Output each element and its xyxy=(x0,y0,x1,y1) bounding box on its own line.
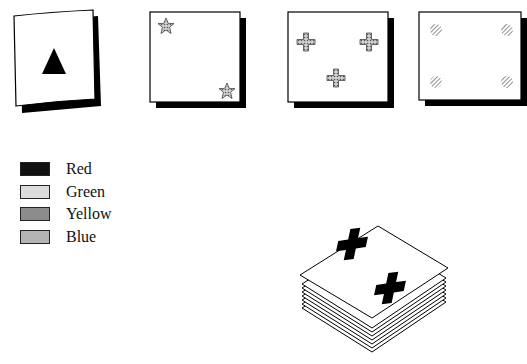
legend-row: Blue xyxy=(20,226,112,249)
legend-swatch xyxy=(20,162,50,176)
legend-row: Green xyxy=(20,181,112,204)
legend-label: Yellow xyxy=(66,205,112,223)
legend-swatch xyxy=(20,230,50,244)
legend-label: Red xyxy=(66,160,92,178)
legend-swatch xyxy=(20,207,50,221)
legend: RedGreenYellowBlue xyxy=(20,158,112,248)
legend-row: Red xyxy=(20,158,112,181)
legend-label: Blue xyxy=(66,228,96,246)
legend-swatch xyxy=(20,185,50,199)
legend-row: Yellow xyxy=(20,203,112,226)
legend-label: Green xyxy=(66,183,105,201)
